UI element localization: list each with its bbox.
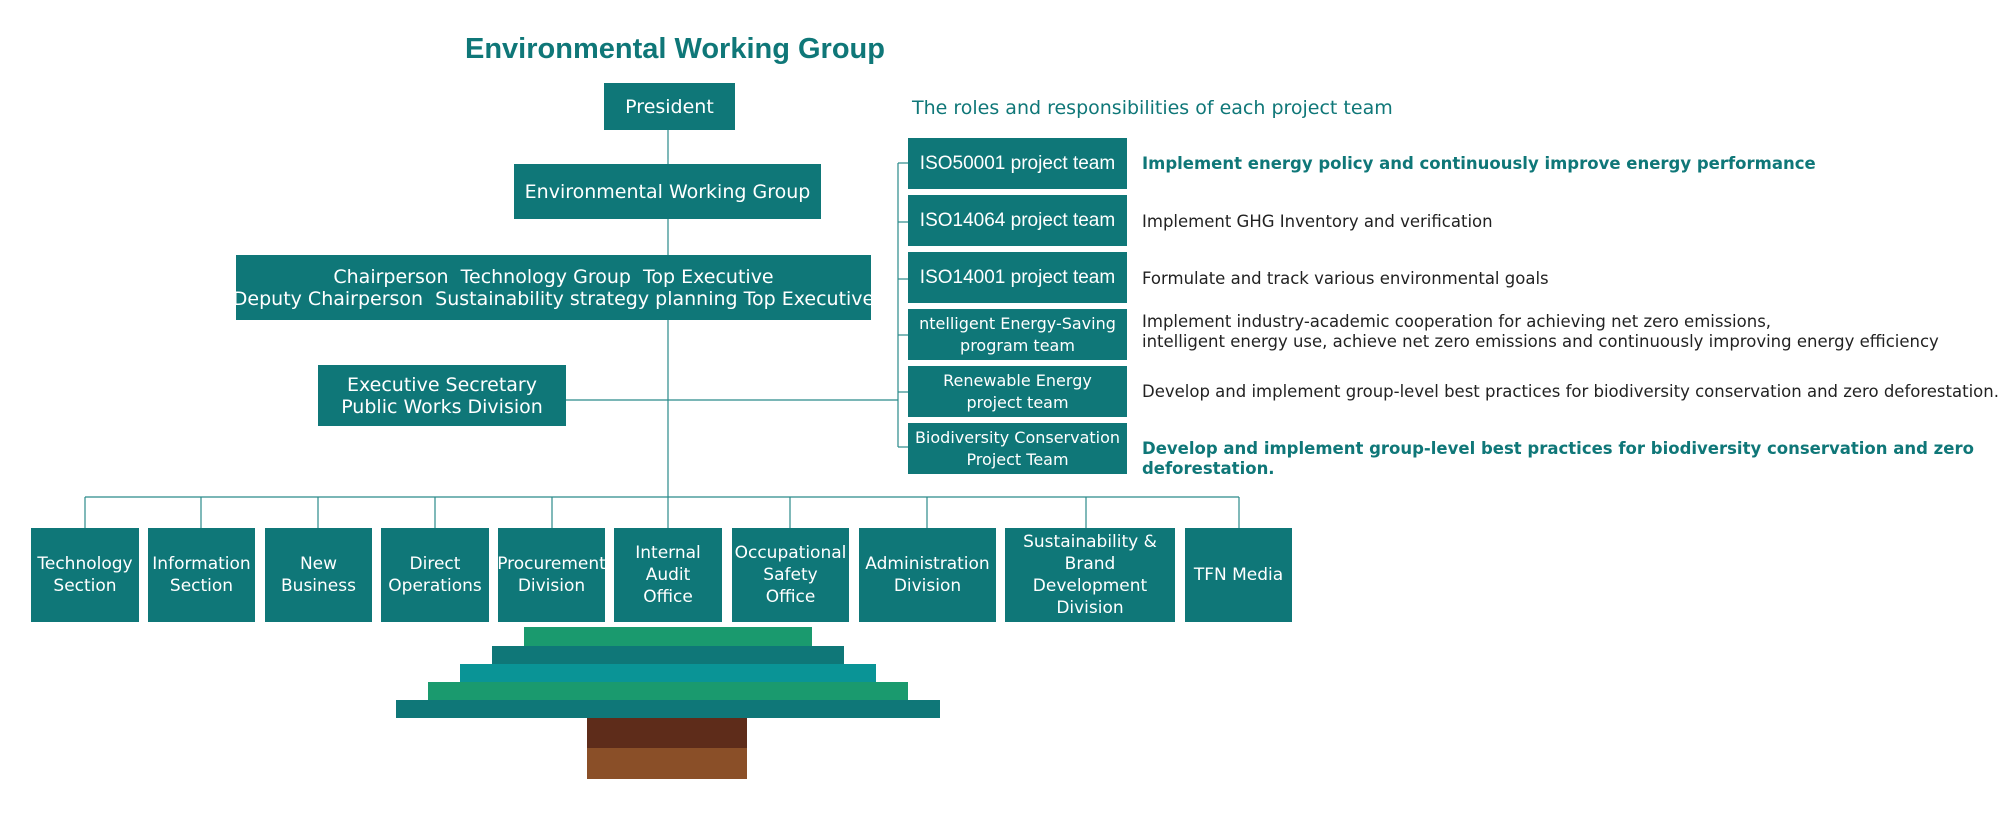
department-label-line2: Division xyxy=(517,576,586,596)
department-label-line1: New xyxy=(299,554,338,574)
department-label-line1: Sustainability & xyxy=(1023,532,1157,552)
department-label-line1: Administration xyxy=(865,554,990,574)
tree-layer-2 xyxy=(492,646,844,664)
team-box-iso14064: ISO14064 project team xyxy=(908,195,1127,246)
tree-layer-1 xyxy=(524,627,812,646)
description-line2: intelligent energy use, achieve net zero… xyxy=(1142,332,1939,351)
department-label-line3: Office xyxy=(643,587,693,607)
tree-trunk-bottom xyxy=(587,748,747,779)
department-label-line1: TFN Media xyxy=(1193,565,1284,585)
department-new-business: New Business xyxy=(265,528,372,622)
team-label: ISO50001 project team xyxy=(919,152,1116,174)
department-tfn-media: TFN Media xyxy=(1185,528,1292,622)
department-label-line2: Safety xyxy=(763,565,818,585)
president-box: President xyxy=(604,83,735,130)
department-label-line1: Procurement xyxy=(497,554,606,574)
team-description-iso50001: Implement energy policy and continuously… xyxy=(1142,154,1816,173)
team-description-renewable-energy: Develop and implement group-level best p… xyxy=(1142,382,1999,401)
team-label-line2: project team xyxy=(966,392,1069,412)
department-label-line2: Division xyxy=(893,576,962,596)
president-label: President xyxy=(625,95,714,118)
team-label-line1: Renewable Energy xyxy=(943,370,1092,390)
department-label-line1: Internal xyxy=(635,543,701,563)
team-description-energy-saving: Implement industry-academic cooperation … xyxy=(1142,312,1939,352)
department-label-line2: Operations xyxy=(388,576,482,596)
department-label-line1: Occupational xyxy=(734,543,847,563)
department-occupational-safety-office: Occupational Safety Office xyxy=(732,528,849,622)
deputy-chairperson-line: Deputy Chairperson Sustainability strate… xyxy=(232,287,875,310)
department-label-line2: Section xyxy=(169,576,234,596)
department-administration-division: Administration Division xyxy=(859,528,996,622)
department-label-line1: Technology xyxy=(37,554,133,574)
team-description-biodiversity: Develop and implement group-level best p… xyxy=(1142,439,1974,478)
page-title: Environmental Working Group xyxy=(465,33,885,65)
department-label-line2: Business xyxy=(281,576,356,596)
team-box-iso14001: ISO14001 project team xyxy=(908,252,1127,303)
chairperson-line: Chairperson Technology Group Top Executi… xyxy=(333,265,774,288)
secretary-title: Executive Secretary xyxy=(347,373,537,396)
department-label-line3: Division xyxy=(1056,598,1124,618)
team-description-iso14001: Formulate and track various environmenta… xyxy=(1142,269,1549,288)
tree-layer-5 xyxy=(396,700,940,718)
tree-layer-4 xyxy=(428,682,908,700)
department-label-line2: Brand Development xyxy=(1032,554,1148,596)
department-label-line2: Section xyxy=(53,576,117,596)
department-label-line3: Office xyxy=(765,587,816,607)
team-box-iso50001: ISO50001 project team xyxy=(908,138,1127,189)
working-group-label: Environmental Working Group xyxy=(524,180,811,203)
team-roles-heading: The roles and responsibilities of each p… xyxy=(912,97,1393,119)
team-label-line2: program team xyxy=(960,335,1075,355)
tree-layer-3 xyxy=(460,664,876,682)
team-label: ISO14064 project team xyxy=(919,209,1116,231)
secretary-division: Public Works Division xyxy=(341,395,543,418)
team-description-iso14064: Implement GHG Inventory and verification xyxy=(1142,212,1493,231)
team-label-line1: ntelligent Energy-Saving xyxy=(919,313,1116,333)
department-information-section: Information Section xyxy=(148,528,255,622)
executive-secretary-box: Executive Secretary Public Works Divisio… xyxy=(318,365,566,426)
department-direct-operations: Direct Operations xyxy=(381,528,489,622)
department-technology-section: Technology Section xyxy=(31,528,139,622)
team-label-line2: Project Team xyxy=(966,449,1069,469)
tree-trunk-top xyxy=(587,718,747,748)
team-box-energy-saving: ntelligent Energy-Saving program team xyxy=(908,309,1127,360)
department-label-line1: Information xyxy=(152,554,251,574)
department-internal-audit-office: Internal Audit Office xyxy=(614,528,722,622)
team-label-line1: Biodiversity Conservation xyxy=(914,427,1121,447)
department-label-line1: Direct xyxy=(409,554,461,574)
department-sustainability-brand-development: Sustainability & Brand Development Divis… xyxy=(1005,528,1175,622)
description-line1: Implement industry-academic cooperation … xyxy=(1142,312,1772,331)
working-group-box: Environmental Working Group xyxy=(514,164,821,219)
team-box-biodiversity: Biodiversity Conservation Project Team xyxy=(908,423,1127,474)
team-label: ISO14001 project team xyxy=(919,266,1116,288)
team-box-renewable-energy: Renewable Energy project team xyxy=(908,366,1127,417)
department-label-line2: Audit xyxy=(645,565,691,585)
chairperson-box: Chairperson Technology Group Top Executi… xyxy=(232,255,875,320)
department-procurement-division: Procurement Division xyxy=(497,528,606,622)
